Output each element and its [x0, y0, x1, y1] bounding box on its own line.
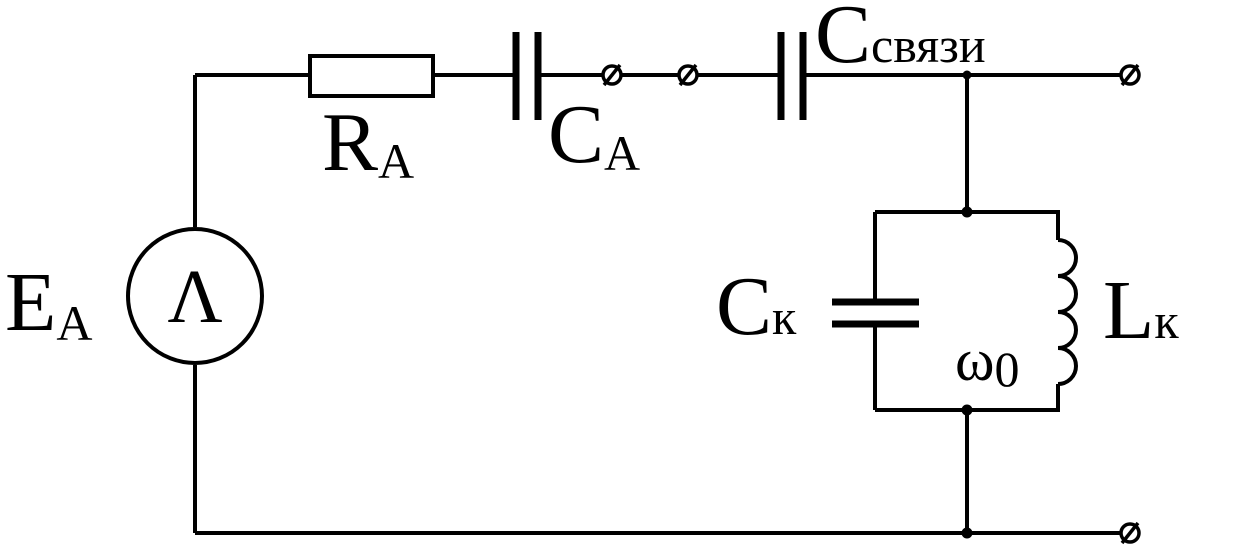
label-tank-cap: Cк [716, 260, 797, 353]
junction-top [962, 70, 972, 80]
label-omega: ω0 [955, 327, 1020, 397]
label-coupling: Cсвязи [815, 0, 986, 81]
capacitor-coupling [777, 32, 807, 120]
voltage-source [126, 227, 264, 365]
label-cap-a: CA [548, 88, 640, 181]
source-symbol: Λ [167, 255, 222, 339]
terminal-top-2 [677, 63, 699, 87]
label-source: EA [5, 256, 92, 351]
capacitor-ca [512, 32, 542, 120]
output-terminal-bottom [1119, 521, 1141, 545]
output-terminal-top [1119, 63, 1141, 87]
label-inductor: Lк [1103, 264, 1179, 357]
tank-top-wire [875, 210, 1060, 240]
resistor-ra [308, 54, 435, 98]
capacitor-ck [832, 298, 919, 328]
label-resistor: RA [322, 96, 414, 189]
terminal-top-1 [601, 63, 623, 87]
inductor-lk [1057, 238, 1078, 386]
tank-bottom-wire [875, 384, 1060, 412]
